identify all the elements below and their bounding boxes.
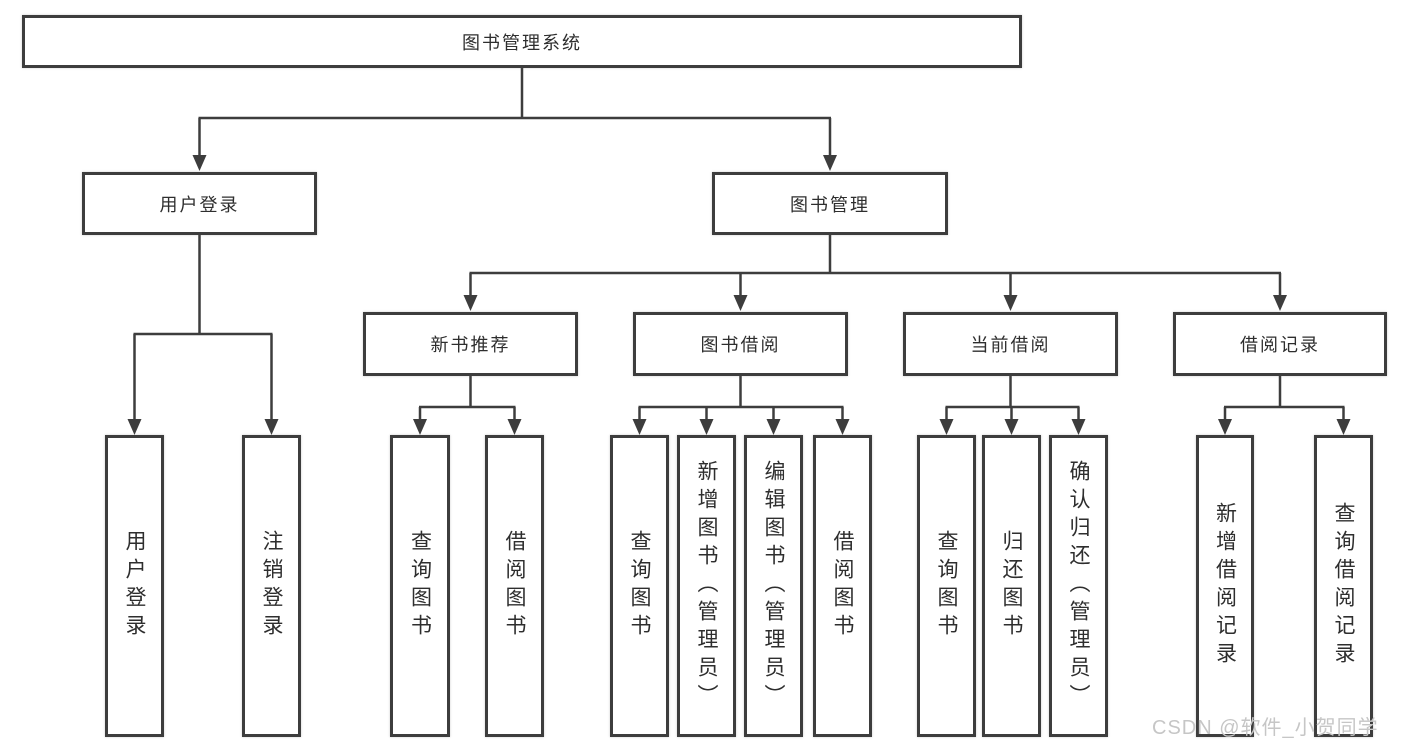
leaf-current-query-books: 查询图书 bbox=[917, 435, 976, 737]
node-label: 图书管理 bbox=[790, 194, 870, 215]
leaf-user-login: 用户登录 bbox=[105, 435, 164, 737]
leaf-label: 借阅图书 bbox=[831, 530, 854, 642]
node-current-borrowing: 当前借阅 bbox=[903, 312, 1118, 376]
leaf-recommend-borrow-books: 借阅图书 bbox=[485, 435, 544, 737]
node-borrowing-records: 借阅记录 bbox=[1173, 312, 1387, 376]
leaf-confirm-return-admin: 确认归还（管理员） bbox=[1049, 435, 1108, 737]
leaf-add-borrow-record: 新增借阅记录 bbox=[1196, 435, 1254, 737]
leaf-logout: 注销登录 bbox=[242, 435, 301, 737]
csdn-watermark: CSDN @软件_小贺同学 bbox=[1152, 717, 1379, 739]
leaf-label: 确认归还（管理员） bbox=[1067, 460, 1090, 712]
leaf-borrowing-query-books: 查询图书 bbox=[610, 435, 669, 737]
node-label: 图书借阅 bbox=[700, 335, 781, 355]
leaf-label: 查询借阅记录 bbox=[1332, 502, 1355, 670]
node-label: 图书管理系统 bbox=[462, 32, 582, 53]
leaf-label: 注销登录 bbox=[260, 530, 283, 642]
leaf-label: 查询图书 bbox=[408, 530, 432, 642]
branch-book-management: 图书管理 bbox=[712, 172, 948, 235]
leaf-query-borrow-record: 查询借阅记录 bbox=[1314, 435, 1373, 737]
leaf-label: 查询图书 bbox=[935, 530, 958, 642]
node-library-management-system: 图书管理系统 bbox=[22, 15, 1022, 68]
node-book-borrowing: 图书借阅 bbox=[633, 312, 848, 376]
leaf-edit-books-admin: 编辑图书（管理员） bbox=[744, 435, 803, 737]
node-new-book-recommendation: 新书推荐 bbox=[363, 312, 578, 376]
leaf-label: 归还图书 bbox=[1000, 530, 1023, 642]
leaf-label: 编辑图书（管理员） bbox=[762, 460, 785, 712]
node-label: 新书推荐 bbox=[430, 335, 511, 355]
leaf-recommend-query-books: 查询图书 bbox=[390, 435, 450, 737]
leaf-label: 借阅图书 bbox=[503, 530, 526, 642]
node-label: 借阅记录 bbox=[1240, 335, 1320, 355]
leaf-add-books-admin: 新增图书（管理员） bbox=[677, 435, 736, 737]
leaf-borrowing-borrow-books: 借阅图书 bbox=[813, 435, 872, 737]
leaf-return-books: 归还图书 bbox=[982, 435, 1041, 737]
branch-user-login: 用户登录 bbox=[82, 172, 317, 235]
leaf-label: 新增图书（管理员） bbox=[695, 460, 718, 712]
leaf-label: 查询图书 bbox=[628, 530, 651, 642]
leaf-label: 用户登录 bbox=[123, 530, 146, 642]
node-label: 用户登录 bbox=[159, 194, 240, 215]
node-label: 当前借阅 bbox=[970, 335, 1051, 355]
leaf-label: 新增借阅记录 bbox=[1213, 502, 1237, 670]
